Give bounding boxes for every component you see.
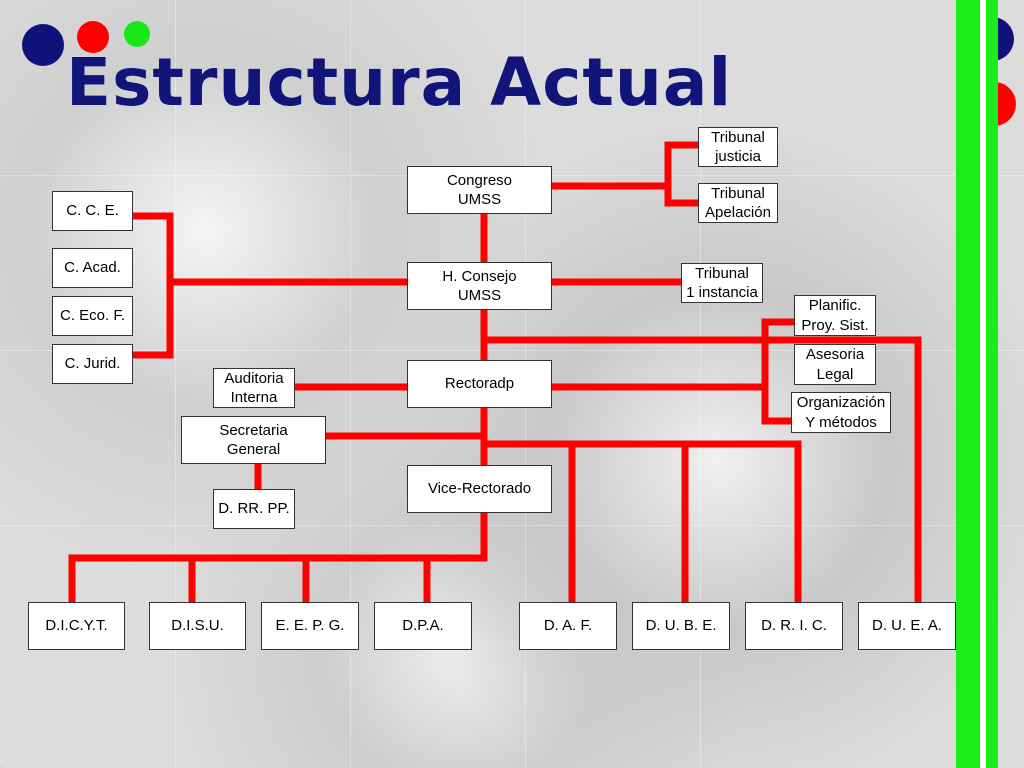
node-cacad: C. Acad. [52,248,133,288]
page-title: Estructura Actual [66,44,733,121]
node-dube: D. U. B. E. [632,602,730,650]
node-hconsejo: H. Consejo UMSS [407,262,552,310]
node-cjurid: C. Jurid. [52,344,133,384]
bar-gap [980,0,986,768]
red-dot [77,21,109,53]
node-secretaria: Secretaria General [181,416,326,464]
node-tribunal-apelacion: Tribunal Apelación [698,183,778,223]
node-cce: C. C. E. [52,191,133,231]
green-bar [956,0,998,768]
node-organizacion: Organización Y métodos [791,392,891,433]
node-dric: D. R. I. C. [745,602,843,650]
background-seam [0,525,1024,526]
node-rectorado: Rectoradp [407,360,552,408]
background-seam [175,0,176,768]
node-planific: Planific. Proy. Sist. [794,295,876,336]
node-eepg: E. E. P. G. [261,602,359,650]
node-disu: D.I.S.U. [149,602,246,650]
background-seam [0,350,1024,351]
node-asesoria: Asesoria Legal [794,344,876,385]
green-dot [124,21,150,47]
node-congreso: Congreso UMSS [407,166,552,214]
node-auditoria: Auditoria Interna [213,368,295,408]
node-ceco: C. Eco. F. [52,296,133,336]
node-tribunal-instancia: Tribunal 1 instancia [681,263,763,303]
node-dpa: D.P.A. [374,602,472,650]
blue-dot [22,24,64,66]
node-tribunal-justicia: Tribunal justicia [698,127,778,167]
node-daf: D. A. F. [519,602,617,650]
node-dicyt: D.I.C.Y.T. [28,602,125,650]
node-vicerrectorado: Vice-Rectorado [407,465,552,513]
node-duea: D. U. E. A. [858,602,956,650]
node-drrpp: D. RR. PP. [213,489,295,529]
